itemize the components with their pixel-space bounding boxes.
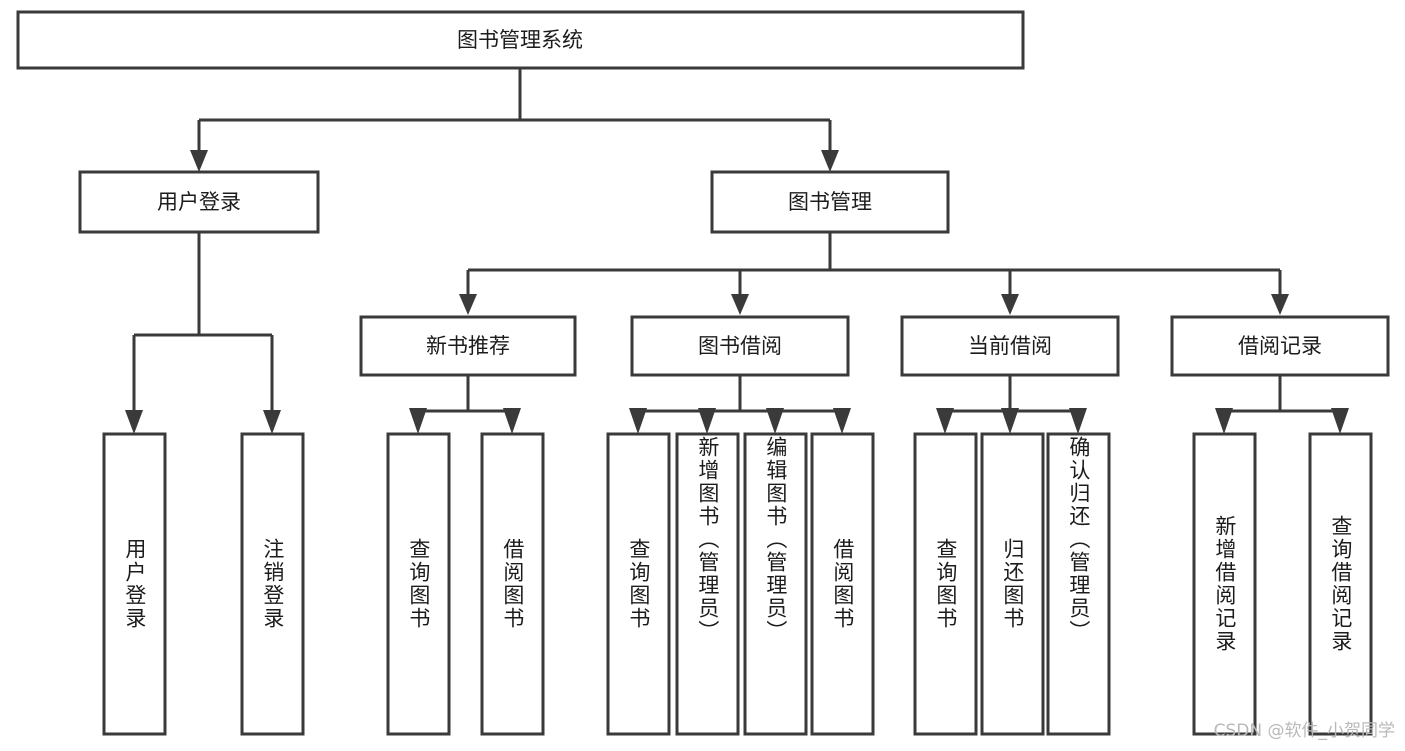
edge-book-manage-to-level3 (459, 232, 1289, 315)
node-borrow-record-label: 借阅记录 (1238, 334, 1322, 358)
node-leaf-edit-book-box[interactable] (743, 432, 808, 736)
edge-user-login-to-leaves (125, 232, 281, 434)
node-root-label: 图书管理系统 (457, 28, 583, 52)
node-new-book-rec-box[interactable] (359, 315, 577, 377)
edge-borrow-record-to-leaves (1215, 375, 1349, 434)
node-leaf-query-book-1-box[interactable] (386, 432, 451, 736)
node-current-borrow-label: 当前借阅 (968, 334, 1052, 358)
node-user-login-box[interactable] (78, 170, 320, 234)
node-leaf-borrow-book-2-box[interactable] (810, 432, 875, 736)
node-leaf-query-book-2-box[interactable] (606, 432, 671, 736)
node-book-borrow-label: 图书借阅 (698, 334, 782, 358)
node-borrow-record-box[interactable] (1170, 315, 1390, 377)
node-book-borrow-box[interactable] (630, 315, 850, 377)
node-leaf-user-login-box[interactable] (102, 432, 167, 736)
node-leaf-query-record-box[interactable] (1308, 432, 1373, 736)
node-current-borrow-box[interactable] (900, 315, 1120, 377)
node-leaf-add-record-box[interactable] (1192, 432, 1257, 736)
node-book-manage-box[interactable] (710, 170, 950, 234)
node-leaf-return-book-box[interactable] (980, 432, 1045, 736)
node-root-box[interactable] (16, 10, 1025, 70)
edge-root-to-level2 (190, 68, 839, 172)
edge-book-borrow-to-leaves (629, 375, 851, 434)
node-leaf-add-book-box[interactable] (675, 432, 740, 736)
watermark-text: CSDN @软件_小贺同学 (1213, 721, 1395, 741)
node-leaf-query-book-3-box[interactable] (913, 432, 978, 736)
node-leaf-logout-box[interactable] (240, 432, 305, 736)
node-leaf-confirm-return-box[interactable] (1046, 432, 1111, 736)
edge-new-book-rec-to-leaves (409, 375, 521, 434)
node-user-login-label: 用户登录 (157, 190, 241, 214)
edge-current-borrow-to-leaves (936, 375, 1087, 434)
node-book-manage-label: 图书管理 (788, 190, 872, 214)
node-new-book-rec-label: 新书推荐 (426, 334, 510, 358)
node-leaf-borrow-book-1-box[interactable] (480, 432, 545, 736)
